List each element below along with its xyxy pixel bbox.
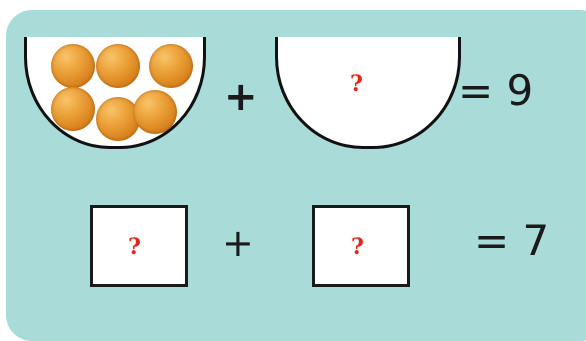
orange-icon [51, 87, 95, 131]
unknown-question-mark: ? [128, 234, 141, 260]
orange-icon [96, 97, 140, 141]
orange-icon [149, 44, 193, 88]
unknown-question-mark: ? [350, 71, 363, 97]
equals-result: = 9 [458, 66, 534, 115]
plus-sign: + [224, 74, 258, 120]
plus-sign: + [222, 221, 254, 265]
answer-box-left[interactable] [90, 205, 188, 287]
unknown-question-mark: ? [351, 234, 364, 260]
orange-icon [133, 90, 177, 134]
orange-icon [51, 44, 95, 88]
orange-icon [96, 44, 140, 88]
equals-result: = 7 [474, 216, 550, 265]
answer-box-right[interactable] [312, 205, 410, 287]
